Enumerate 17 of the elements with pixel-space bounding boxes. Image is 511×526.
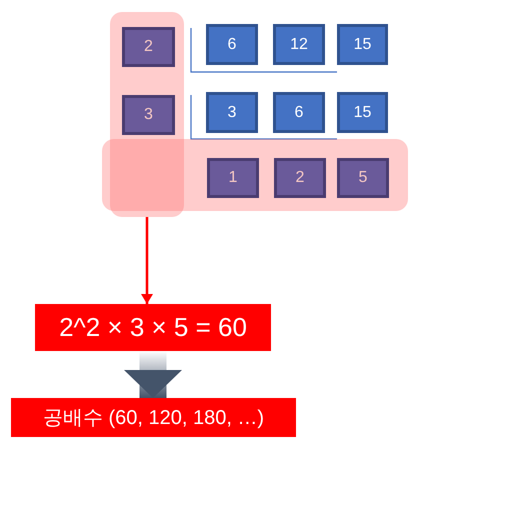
factor-box: 2 (274, 158, 326, 198)
number-box: 12 (273, 24, 325, 65)
number-box: 6 (206, 24, 258, 65)
number-box: 3 (206, 92, 258, 133)
factor-box: 2 (122, 27, 175, 67)
highlight-band (102, 139, 408, 211)
number-box: 15 (337, 24, 388, 65)
number-box: 15 (337, 92, 388, 133)
block-arrow (124, 351, 182, 398)
factor-box: 3 (122, 95, 175, 135)
result-box: 2^2 × 3 × 5 = 60 (35, 304, 271, 351)
factor-box: 5 (337, 158, 389, 198)
result-box: 공배수 (60, 120, 180, …) (11, 398, 296, 437)
highlight-band (110, 12, 184, 217)
factor-box: 1 (207, 158, 259, 198)
arrow (141, 217, 153, 304)
number-box: 6 (273, 92, 325, 133)
